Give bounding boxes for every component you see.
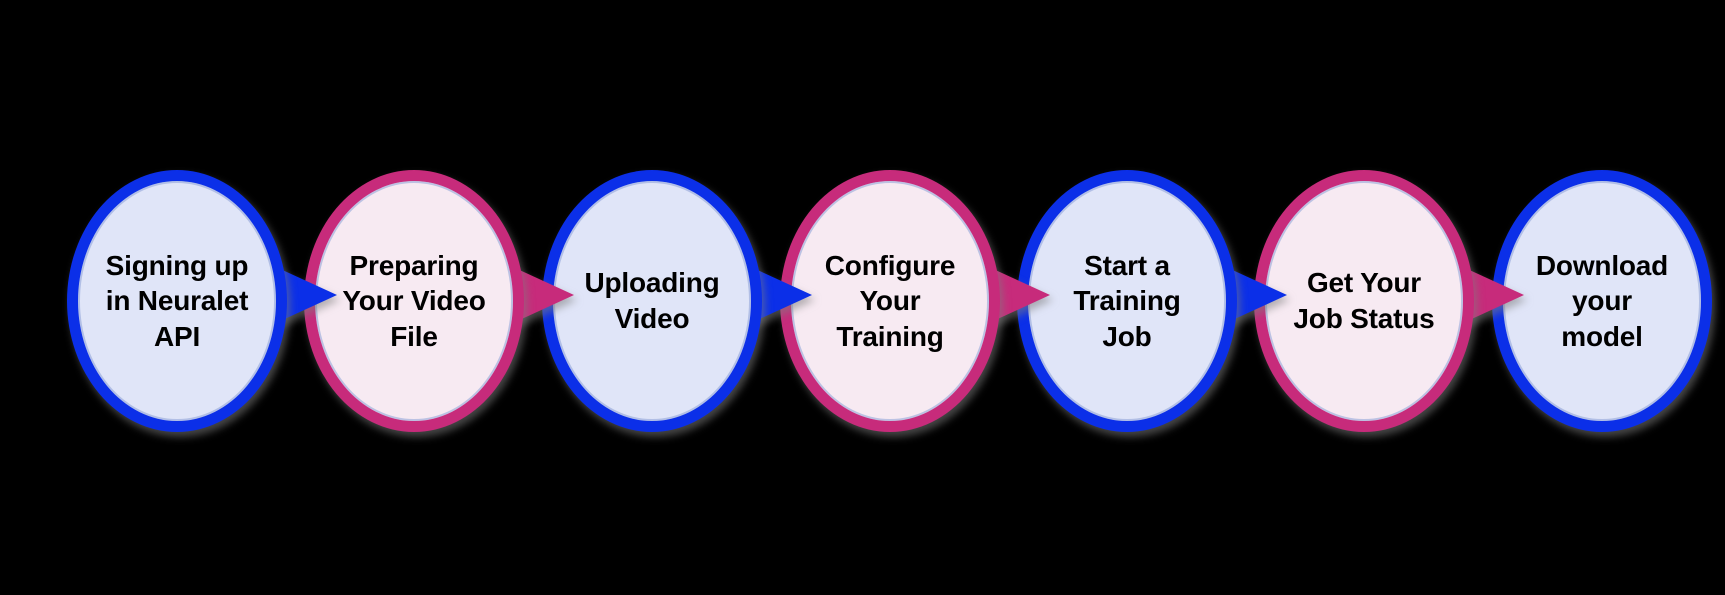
step-circle: Get Your Job Status xyxy=(1254,170,1474,432)
step-get-your-job-status: Get Your Job Status xyxy=(1254,170,1524,432)
step-configure-your-training: Configure Your Training xyxy=(780,170,1050,432)
step-circle: Start a Training Job xyxy=(1017,170,1237,432)
step-label: Configure Your Training xyxy=(824,249,956,352)
step-label: Preparing Your Video File xyxy=(342,249,486,352)
step-label: Download your model xyxy=(1535,249,1669,352)
step-label: Uploading Video xyxy=(584,267,720,334)
step-preparing-your-video-file: Preparing Your Video File xyxy=(304,170,574,432)
step-uploading-video: Uploading Video xyxy=(542,170,812,432)
step-download-your-model: Download your model xyxy=(1492,170,1712,432)
step-start-a-training-job: Start a Training Job xyxy=(1017,170,1287,432)
step-circle: Preparing Your Video File xyxy=(304,170,524,432)
step-label: Start a Training Job xyxy=(1073,249,1181,352)
step-label: Get Your Job Status xyxy=(1293,267,1435,334)
step-signing-up-in-neuralet-api: Signing up in Neuralet API xyxy=(67,170,337,432)
step-circle: Signing up in Neuralet API xyxy=(67,170,287,432)
step-circle: Download your model xyxy=(1492,170,1712,432)
step-label: Signing up in Neuralet API xyxy=(105,249,249,352)
step-circle: Uploading Video xyxy=(542,170,762,432)
step-circle: Configure Your Training xyxy=(780,170,1000,432)
